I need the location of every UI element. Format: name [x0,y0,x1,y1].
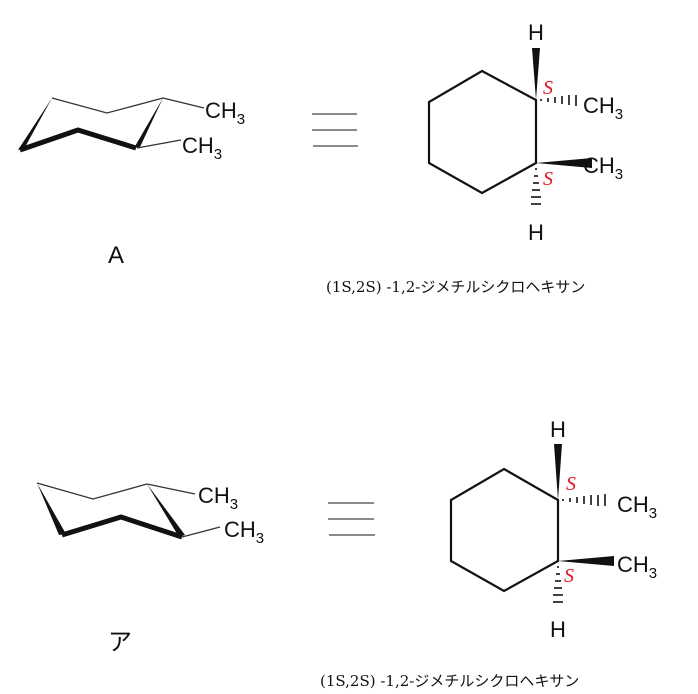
hash-bond-h [531,168,541,205]
ch3-label: CH3 [198,483,238,513]
hydrogen-label: H [550,417,566,442]
chair-conformation-a-katakana: CH3 CH3 [36,482,264,547]
flat-structure-a-katakana: CH3 CH3 H H S S [449,417,657,642]
compound-name: (1S,2S) -1,2-ジメチルシクロヘキサン [320,672,579,690]
ch3-label: CH3 [617,492,657,522]
hash-bond-ch3 [540,95,577,106]
ch3-label: CH3 [583,93,623,123]
molecule-label-a-katakana: ア [108,629,132,656]
cyclohexane-ring [427,69,538,195]
chair-back-bonds [36,482,148,500]
chair-wedge-left [18,98,52,150]
cyclohexane-ring [449,467,560,593]
chair-front-bonds [19,127,137,153]
hash-bond-h [553,566,563,603]
ch3-label: CH3 [617,552,657,582]
ch3-label: CH3 [224,517,264,547]
axial-methyl-bond [162,97,205,109]
wedge-bond-ch3 [558,556,614,566]
equivalence-symbol [312,113,358,147]
stereo-label-s: S [566,473,576,495]
flat-structure-a: CH3 CH3 H H S S [427,20,623,245]
chair-wedge-right [147,484,185,537]
hash-bond-ch3 [562,494,606,506]
chair-back-bonds [51,97,164,114]
wedge-bond-h [532,48,540,100]
hydrogen-label: H [528,220,544,245]
stereo-label-s: S [543,168,553,190]
ch3-label: CH3 [205,98,245,128]
equatorial-methyl-bond [136,139,182,149]
wedge-bond-ch3 [536,158,592,168]
hydrogen-label: H [528,20,544,45]
molecule-label-a: A [108,242,124,269]
chair-conformation-a: CH3 CH3 [18,97,245,163]
equivalence-symbol [328,502,375,536]
stereo-label-s: S [564,565,574,587]
stereo-label-s: S [543,77,553,99]
chair-wedge-right [134,98,163,148]
hydrogen-label: H [550,617,566,642]
wedge-bond-h [554,444,562,500]
chair-front-bonds [61,514,183,540]
ch3-label: CH3 [583,153,623,183]
chair-wedge-left [37,483,66,535]
axial-methyl-bond [146,483,196,495]
equatorial-methyl-bond [181,526,221,538]
ch3-label: CH3 [182,133,222,163]
compound-name: (1S,2S) -1,2-ジメチルシクロヘキサン [326,278,585,296]
